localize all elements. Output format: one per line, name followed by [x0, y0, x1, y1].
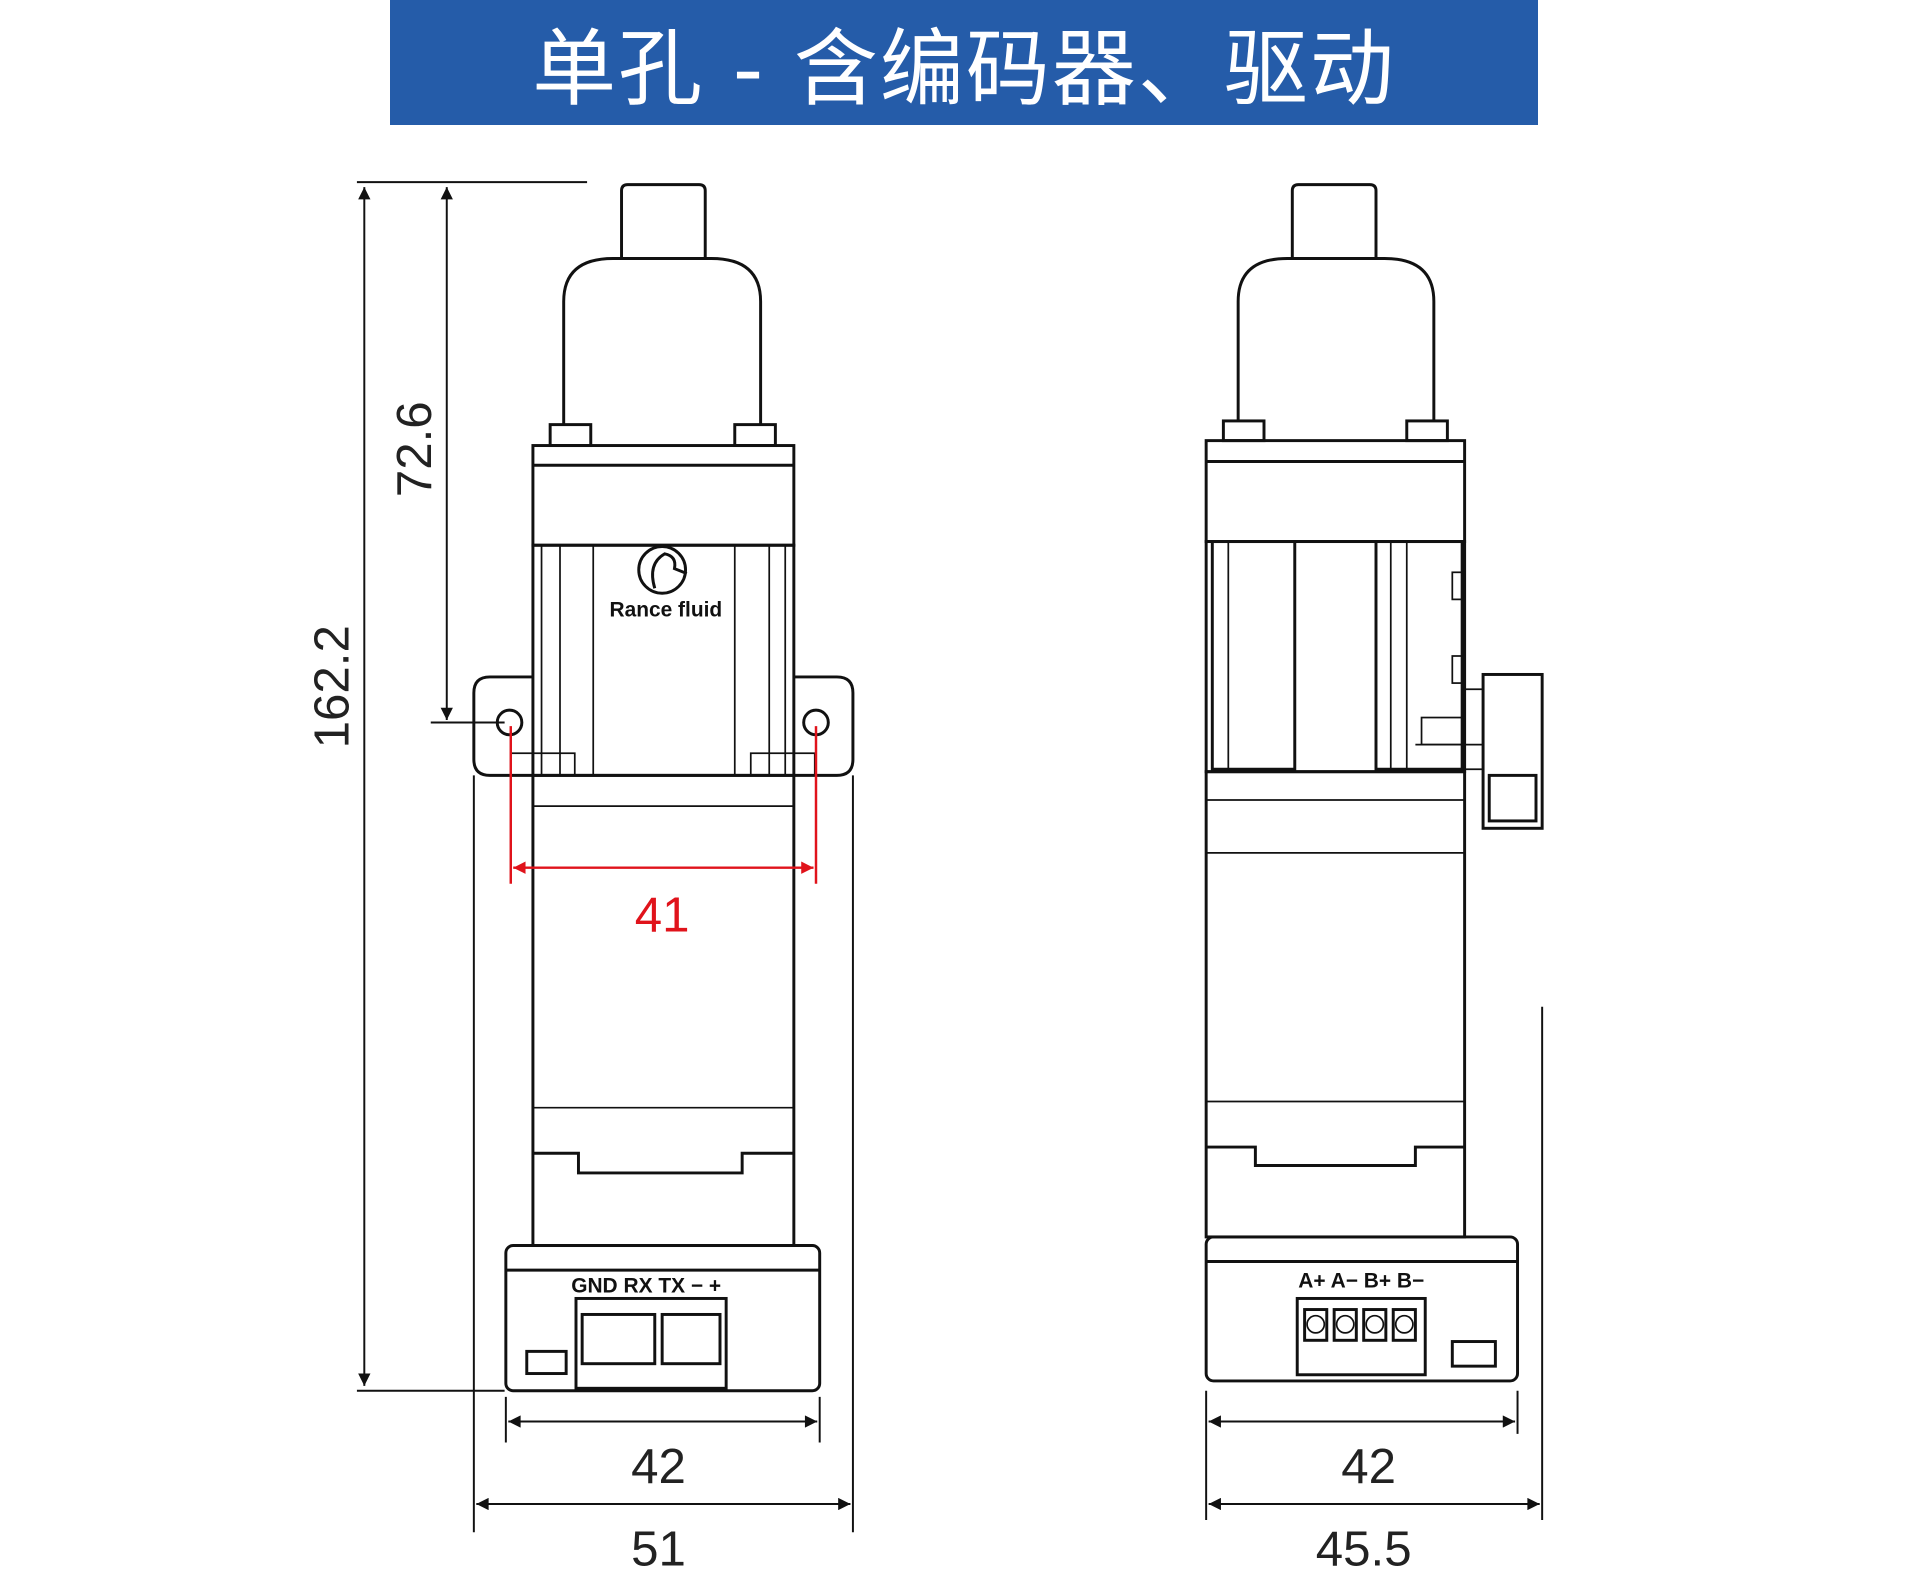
dim-side-body-width: 42: [1341, 1439, 1396, 1494]
dim-overall-height: 162.2: [304, 625, 359, 748]
dim-hole-spacing: 41: [635, 888, 690, 943]
side-view-actuator: A+ A− B+ B−: [1204, 183, 1544, 1383]
dim-flange-width: 51: [631, 1522, 686, 1577]
title: 单孔 - 含编码器、驱动: [532, 20, 1396, 118]
brand-logo: Rance fluid: [610, 544, 723, 622]
front-view-actuator: Rance fluid GND RX TX − +: [472, 183, 855, 1393]
side-view-dimensions: 42 45.5: [1205, 1006, 1544, 1577]
connector-pin-labels: GND RX TX − +: [571, 1274, 721, 1297]
dim-mount-height: 72.6: [387, 401, 442, 497]
encoder-pin-labels: A+ A− B+ B−: [1298, 1269, 1424, 1292]
logo-text: Rance fluid: [610, 599, 723, 622]
title-banner: 单孔 - 含编码器、驱动: [390, 0, 1538, 125]
dim-body-width: 42: [631, 1439, 686, 1494]
dim-side-overall-width: 45.5: [1316, 1522, 1412, 1577]
front-view-dimensions: 162.2 72.6 41 42 51: [304, 181, 854, 1577]
